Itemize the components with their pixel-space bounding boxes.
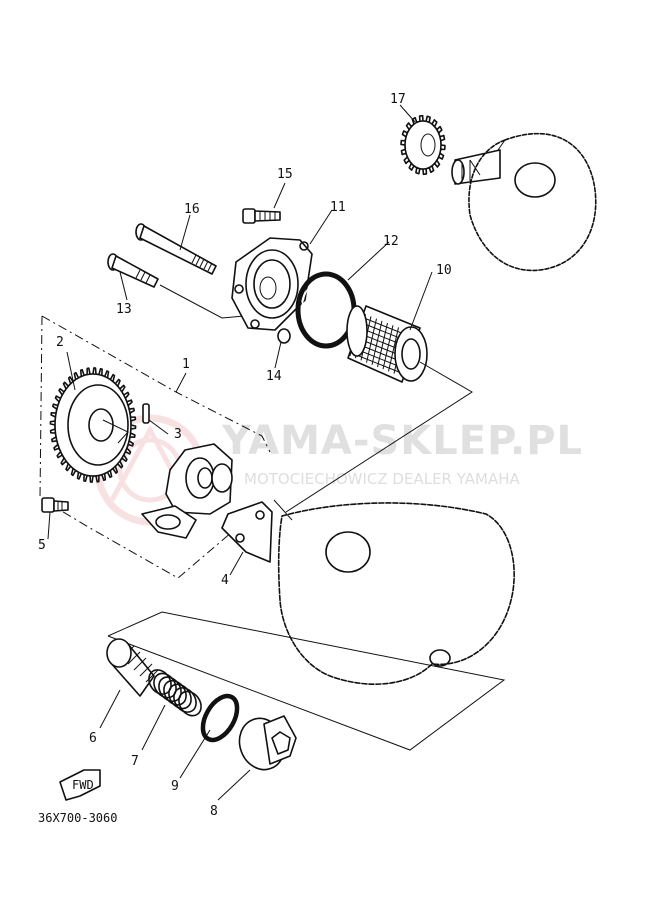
part-2-gear [49, 367, 137, 483]
part-9-o-ring [200, 693, 240, 743]
callout-11: 11 [330, 200, 346, 215]
callout-7: 7 [131, 754, 139, 769]
crankcase [277, 502, 515, 685]
callout-10: 10 [436, 263, 452, 278]
callout-5: 5 [38, 538, 46, 553]
part-5-screw [41, 497, 69, 513]
callout-12: 12 [383, 234, 399, 249]
crank-assembly [451, 132, 597, 272]
callout-2: 2 [56, 335, 64, 350]
part-7-spring [148, 669, 202, 717]
part-17-gear [400, 114, 446, 176]
callout-13: 13 [116, 302, 132, 317]
callout-1: 1 [182, 357, 190, 372]
callout-16: 16 [184, 202, 200, 217]
part-8-drain-plug [238, 715, 297, 771]
part-14-small-o-ring [277, 328, 291, 344]
callout-9: 9 [171, 779, 179, 794]
callout-15: 15 [277, 167, 293, 182]
part-10-oil-filter [346, 305, 428, 383]
watermark-brand: YAMA-SKLEP.PL [221, 418, 583, 464]
leader-lines [47, 104, 433, 801]
part-11-pump-cover [231, 237, 313, 331]
callout-4: 4 [221, 573, 229, 588]
part-4-gasket [221, 499, 293, 563]
callout-8: 8 [210, 804, 218, 819]
callout-6: 6 [89, 731, 97, 746]
part-15-screw [242, 208, 281, 224]
forward-arrow-icon: FWD [59, 769, 101, 801]
part-3-pin [142, 403, 150, 424]
callout-17: 17 [390, 92, 406, 107]
watermark: YAMA-SKLEP.PL MOTOCIECHOWICZ DEALER YAMA… [94, 414, 583, 526]
callout-14: 14 [266, 369, 282, 384]
callout-3: 3 [174, 427, 182, 442]
part-12-o-ring [295, 271, 357, 349]
part-16-bolt [135, 223, 217, 275]
part-6-strainer [106, 638, 159, 697]
assembly-boundary [39, 315, 271, 579]
part-13-bolt [107, 253, 159, 288]
diagram-code: 36X700-3060 [38, 811, 117, 825]
watermark-tagline: MOTOCIECHOWICZ DEALER YAMAHA [244, 470, 520, 488]
fwd-label: FWD [72, 778, 94, 792]
oil-pump-body [141, 443, 233, 539]
